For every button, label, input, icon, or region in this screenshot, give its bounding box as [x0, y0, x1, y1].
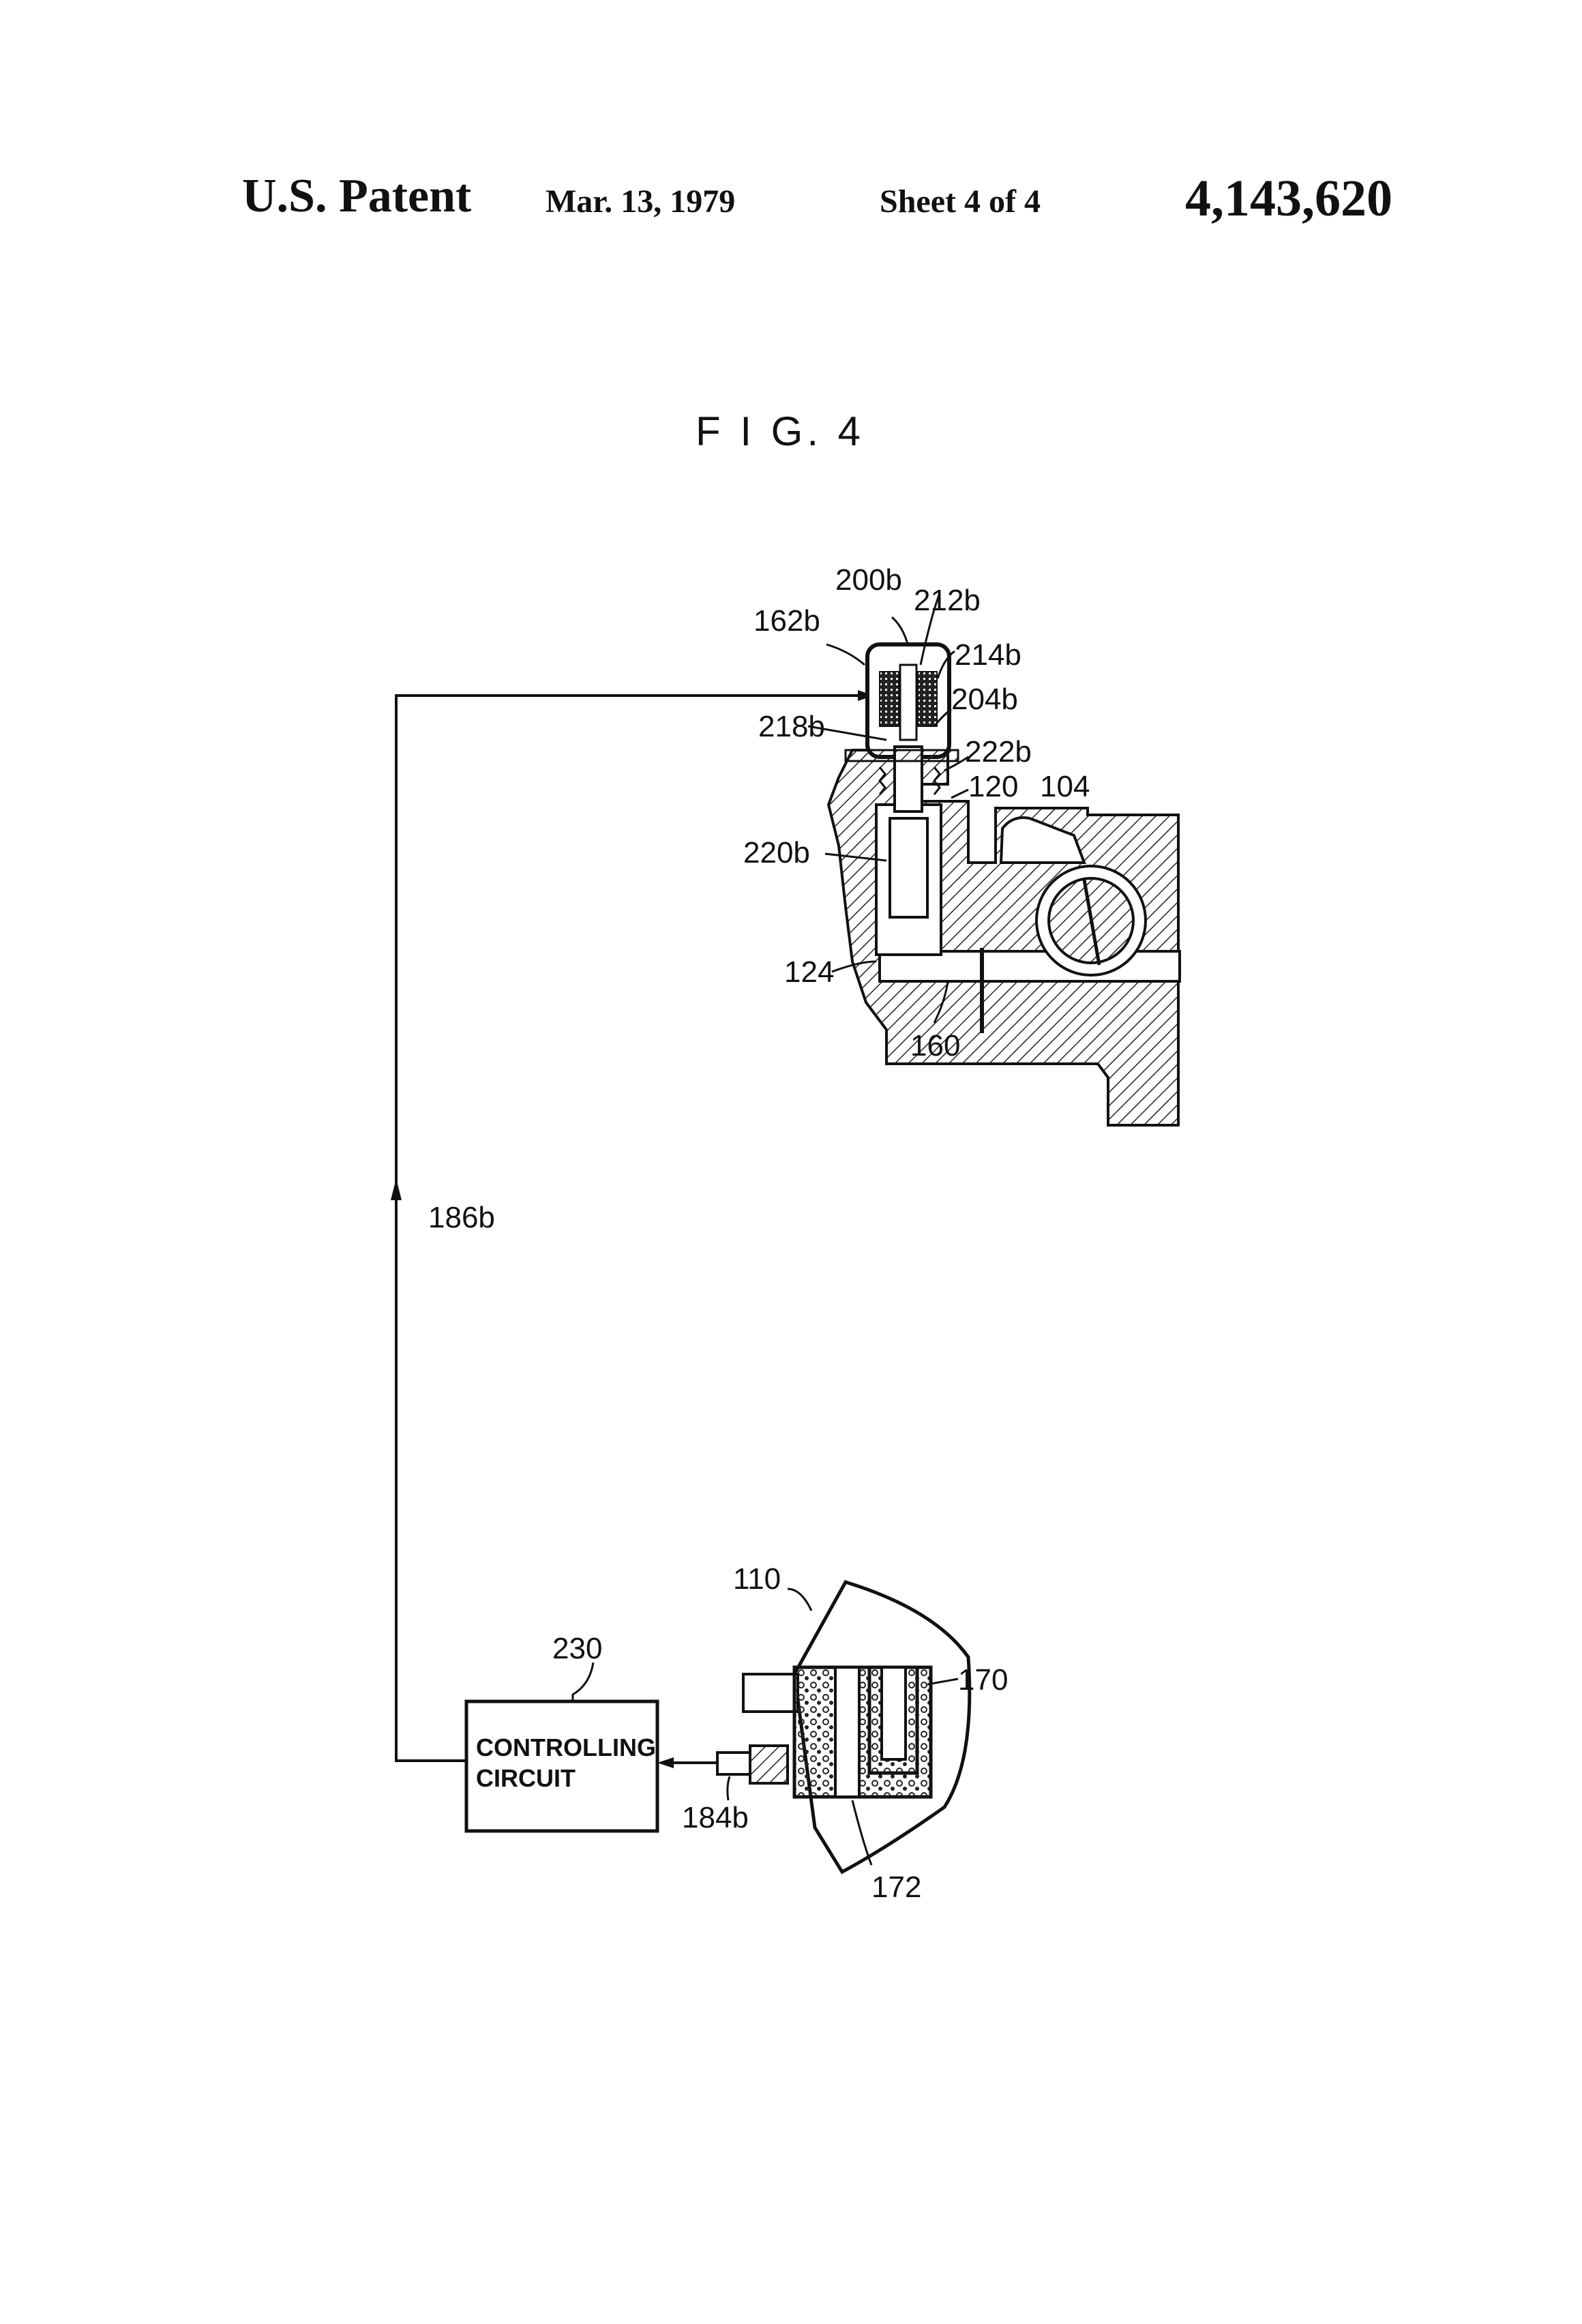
controller-label-line2: CIRCUIT [476, 1764, 576, 1792]
label-186b: 186b [428, 1201, 495, 1234]
controller-label-line1: CONTROLLING [476, 1733, 656, 1761]
sensor-184b [750, 1746, 788, 1783]
label-200b: 200b [835, 563, 902, 597]
coil-214b-left [880, 672, 899, 726]
armature-212b [900, 665, 916, 740]
controlling-circuit-box: CONTROLLING CIRCUIT [466, 1663, 657, 1831]
inlet-pipe [743, 1674, 798, 1712]
label-218b: 218b [758, 710, 825, 743]
plunger-220b [890, 818, 927, 917]
label-120: 120 [968, 770, 1018, 803]
solenoid-valve-assembly [829, 644, 1180, 1125]
label-162b: 162b [753, 604, 820, 638]
canister-170 [794, 1667, 931, 1797]
label-220b: 220b [743, 836, 810, 869]
label-170: 170 [958, 1663, 1008, 1697]
label-204b: 204b [951, 683, 1018, 716]
label-110: 110 [733, 1562, 781, 1596]
center-tube [835, 1667, 859, 1797]
label-160: 160 [910, 1029, 960, 1062]
flange-222b [846, 750, 958, 761]
label-184b: 184b [682, 1801, 749, 1834]
label-222b: 222b [965, 735, 1032, 769]
label-212b: 212b [914, 584, 981, 617]
label-124: 124 [784, 955, 834, 989]
label-172: 172 [871, 1871, 921, 1904]
label-104: 104 [1040, 770, 1090, 803]
label-230: 230 [552, 1632, 602, 1665]
label-214b: 214b [955, 638, 1021, 672]
signal-line-184b [657, 1757, 717, 1768]
canister-assembly [717, 1582, 970, 1872]
coil-214b-right [918, 672, 937, 726]
